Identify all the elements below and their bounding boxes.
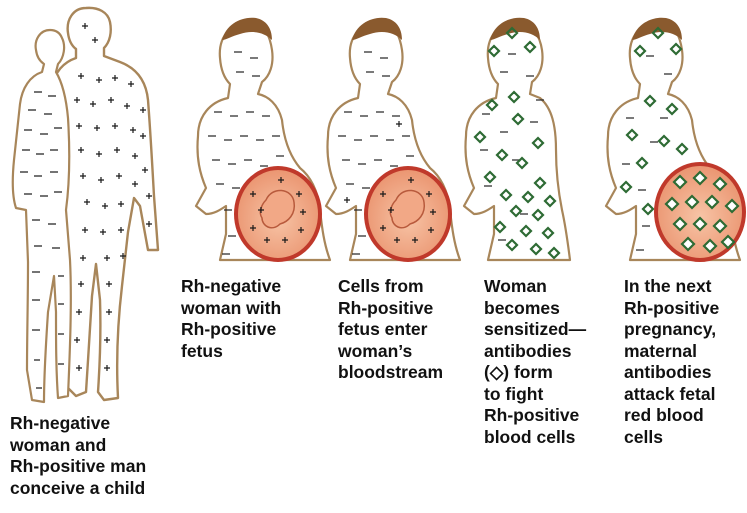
woman-figure	[13, 30, 71, 402]
caption-fetal-cells-enter: Cells from Rh-positive fetus enter woman…	[338, 276, 483, 384]
panel-couple	[13, 8, 158, 402]
panel-fetal-cells-enter	[326, 18, 460, 260]
panel-pregnant-woman	[196, 18, 330, 260]
panel-woman-sensitized	[464, 18, 570, 260]
caption-woman-sensitized: Woman becomes sensitized— antibodies (◇)…	[484, 276, 624, 448]
caption-couple-conceive: Rh-negative woman and Rh-positive man co…	[10, 413, 190, 499]
caption-rh-negative-woman-with-fetus: Rh-negative woman with Rh-positive fetus	[181, 276, 321, 362]
panel-next-pregnancy	[606, 18, 744, 260]
caption-next-pregnancy: In the next Rh-positive pregnancy, mater…	[624, 276, 747, 448]
